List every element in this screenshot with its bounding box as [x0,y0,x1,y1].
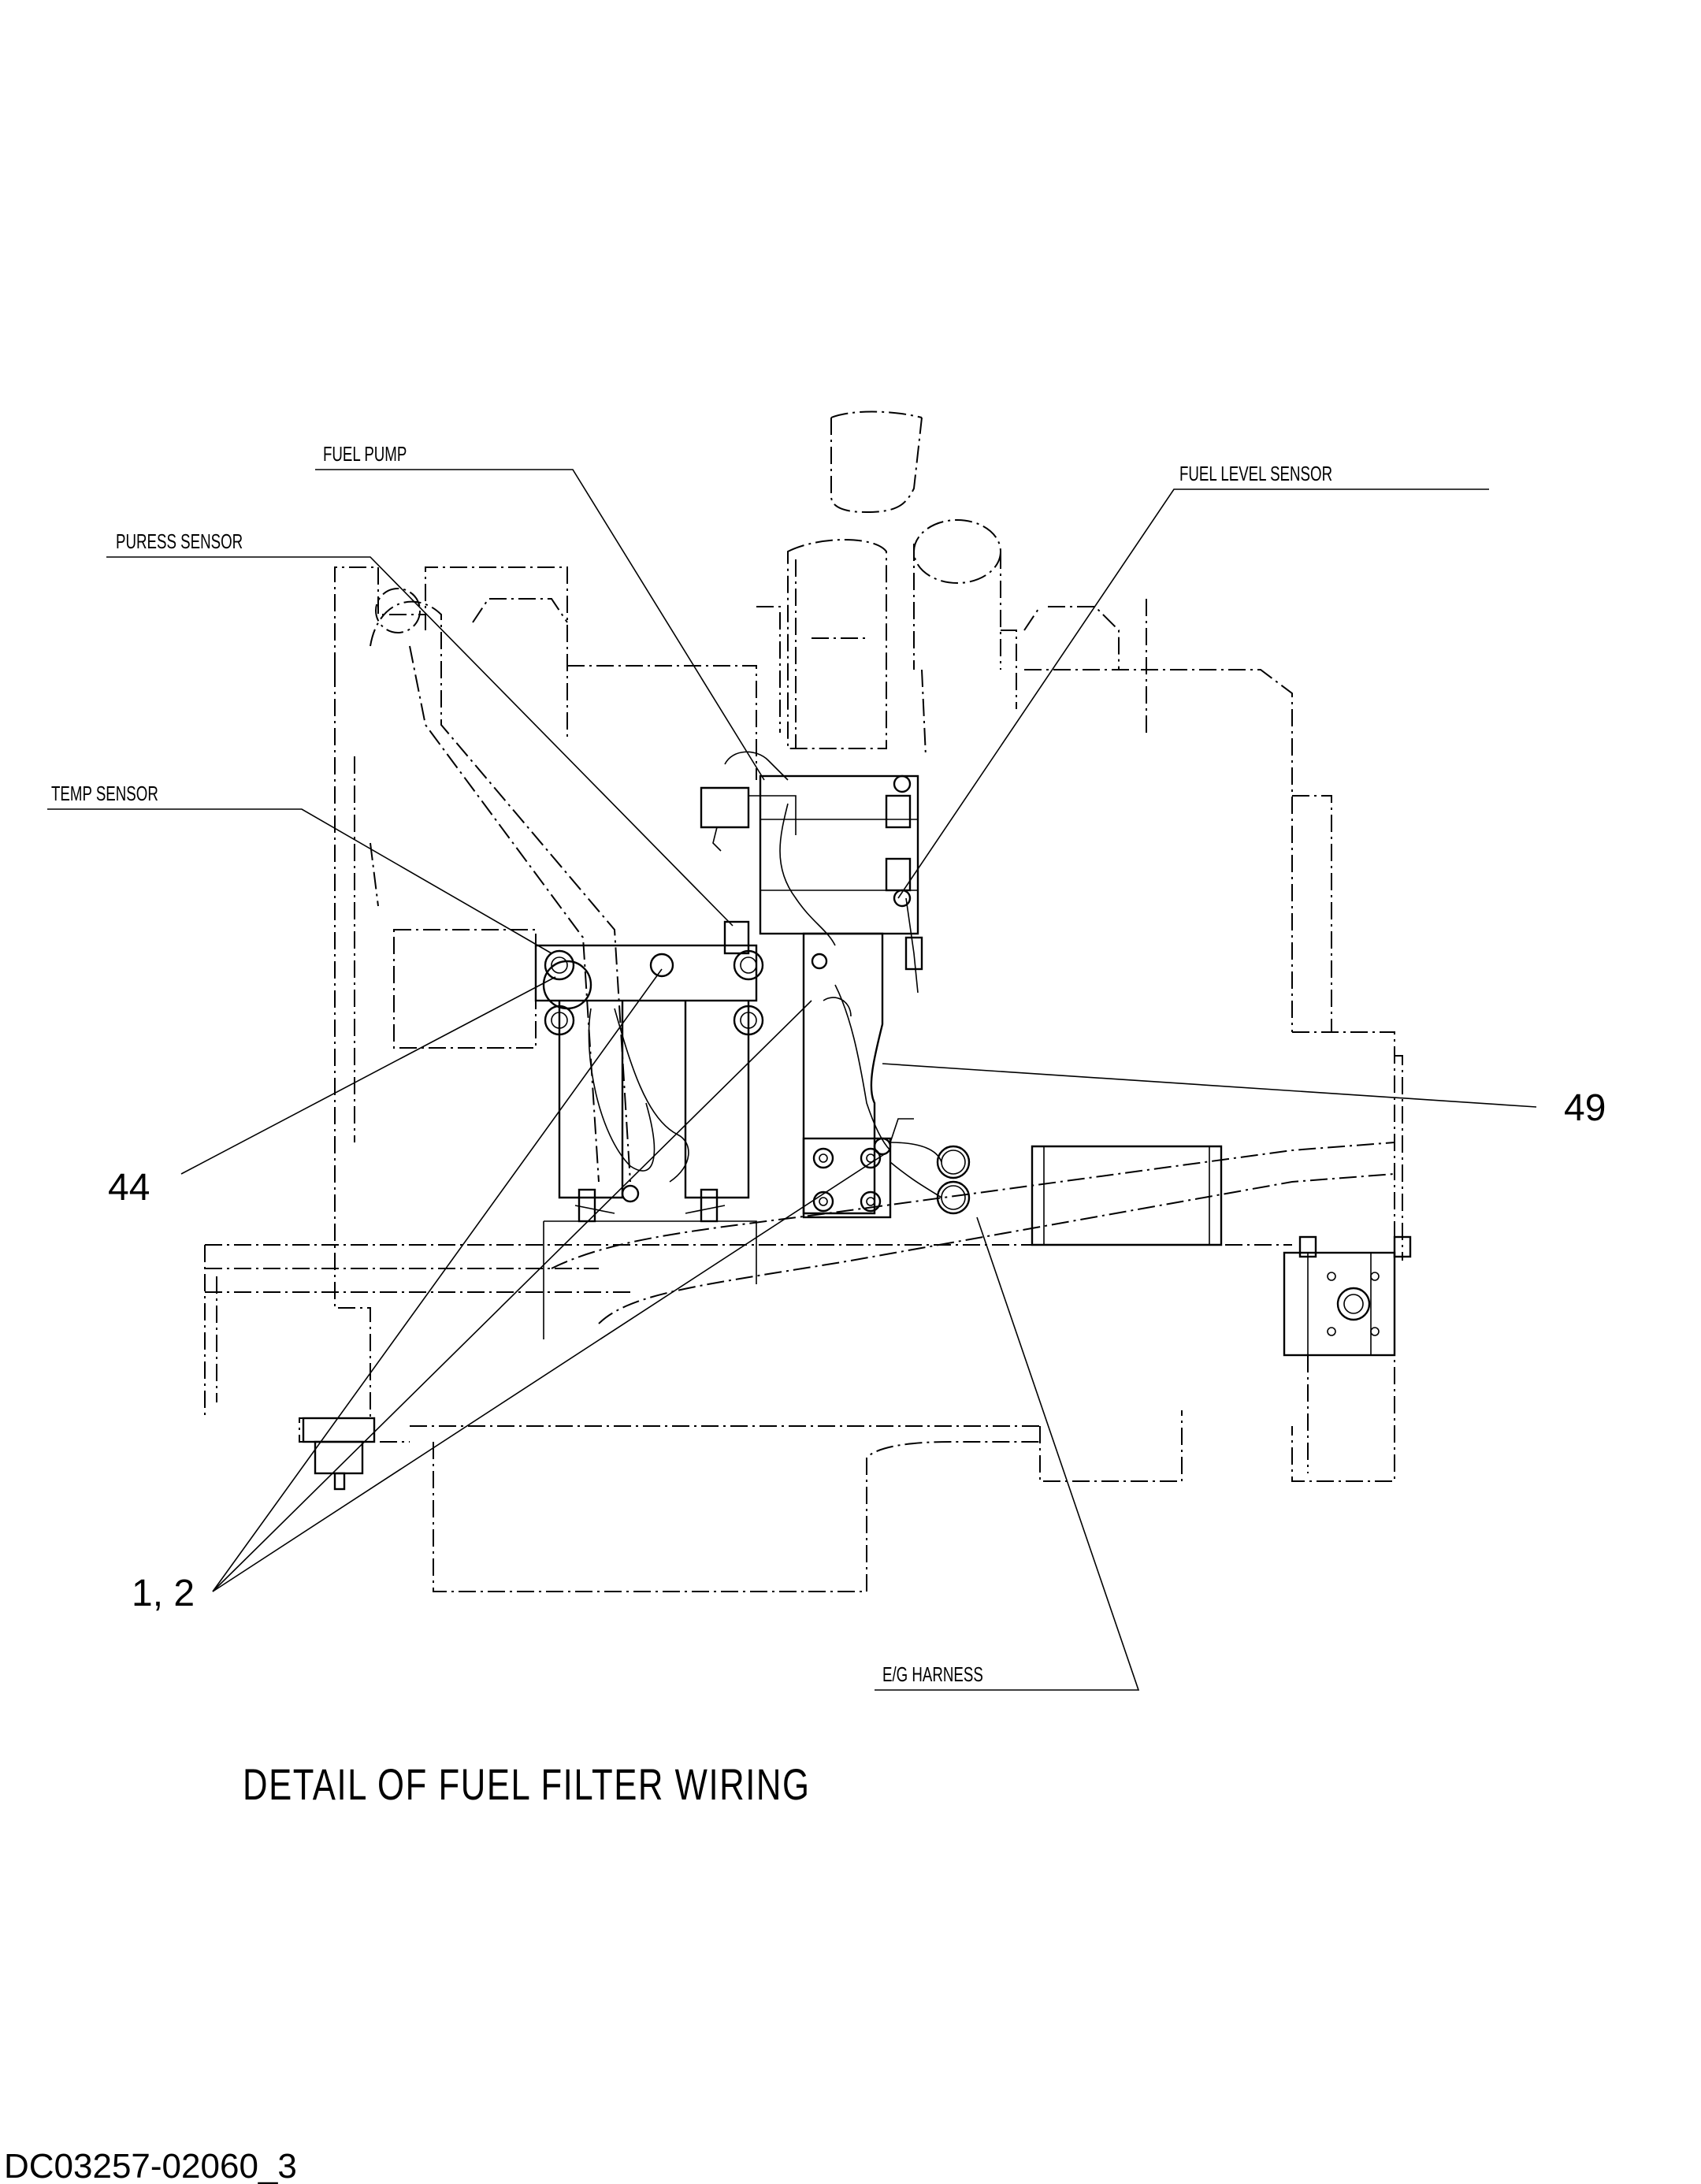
fuel-filter [534,920,764,1339]
label-fuel-level-sensor: FUEL LEVEL SENSOR [1179,462,1332,485]
callout-1-2: 1, 2 [132,1573,195,1614]
callout-49: 49 [1564,1087,1606,1129]
drawing-title: DETAIL OF FUEL FILTER WIRING [243,1760,811,1809]
label-temp-sensor: TEMP SENSOR [51,782,158,805]
label-puress-sensor: PURESS SENSOR [116,529,243,553]
left-mount [302,1417,376,1491]
document-code: DC03257-02060_3 [4,2147,297,2184]
label-fuel-pump: FUEL PUMP [323,442,407,466]
turbocharger [756,410,1017,757]
eg-harness-rings [889,1142,971,1215]
leader-lines [47,469,1537,1691]
fuel-pump-assembly [700,751,923,1219]
intake-pipe [370,588,631,1183]
callout-44: 44 [108,1167,150,1209]
label-eg-harness: E/G HARNESS [882,1662,983,1686]
engine-outline [204,566,1403,1592]
engine-mount [1283,1235,1412,1473]
